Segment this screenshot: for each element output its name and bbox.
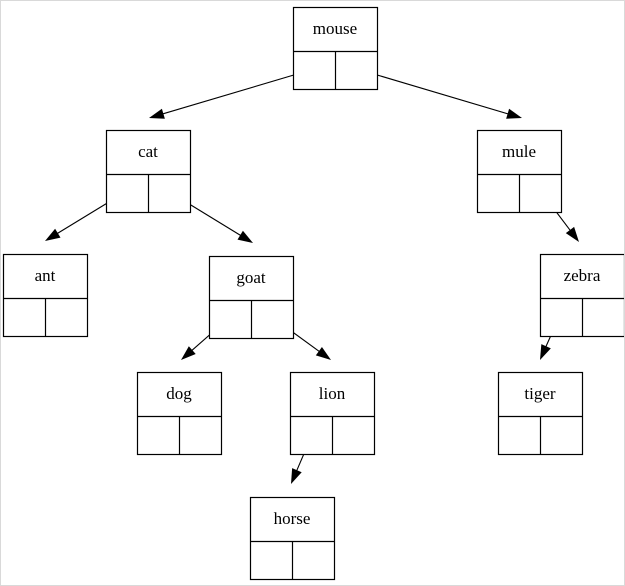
edge-arrowhead bbox=[149, 108, 165, 119]
node-left-pointer-cell[interactable] bbox=[294, 52, 336, 90]
edge-arrowhead bbox=[315, 346, 331, 360]
node-right-pointer-cell[interactable] bbox=[46, 299, 88, 337]
node-left-pointer-cell[interactable] bbox=[499, 417, 541, 455]
node-right-pointer-cell[interactable] bbox=[583, 299, 625, 337]
edge-arrowhead bbox=[506, 108, 522, 119]
node-right-pointer-cell[interactable] bbox=[180, 417, 222, 455]
node-right-pointer-cell[interactable] bbox=[149, 175, 191, 213]
edge-mouse-to-mule bbox=[356, 68, 522, 119]
node-right-pointer-cell[interactable] bbox=[333, 417, 375, 455]
node-right-pointer-cell[interactable] bbox=[336, 52, 378, 90]
node-label: mouse bbox=[313, 19, 357, 38]
nodes-layer: mouse cat mule ant goat zebra dog lion tiger hors… bbox=[2, 6, 625, 581]
node-label: zebra bbox=[564, 266, 601, 285]
edge-arrowhead bbox=[237, 230, 253, 243]
tree-node-mouse[interactable]: mouse bbox=[292, 6, 379, 91]
tree-node-dog[interactable]: dog bbox=[136, 371, 223, 456]
node-left-pointer-cell[interactable] bbox=[291, 417, 333, 455]
node-left-pointer-cell[interactable] bbox=[138, 417, 180, 455]
node-left-pointer-cell[interactable] bbox=[251, 542, 293, 580]
node-right-pointer-cell[interactable] bbox=[293, 542, 335, 580]
edge-line bbox=[160, 68, 315, 116]
node-left-pointer-cell[interactable] bbox=[210, 301, 252, 339]
tree-node-horse[interactable]: horse bbox=[249, 496, 336, 581]
node-left-pointer-cell[interactable] bbox=[541, 299, 583, 337]
node-right-pointer-cell[interactable] bbox=[252, 301, 294, 339]
tree-node-goat[interactable]: goat bbox=[208, 255, 295, 340]
node-left-pointer-cell[interactable] bbox=[4, 299, 46, 337]
tree-node-mule[interactable]: mule bbox=[476, 129, 563, 214]
node-label: lion bbox=[319, 384, 346, 403]
node-label: goat bbox=[236, 268, 266, 287]
edge-arrowhead bbox=[181, 346, 196, 360]
node-right-pointer-cell[interactable] bbox=[541, 417, 583, 455]
node-left-pointer-cell[interactable] bbox=[478, 175, 520, 213]
node-label: cat bbox=[138, 142, 158, 161]
edge-arrowhead bbox=[540, 344, 551, 360]
node-label: mule bbox=[502, 142, 536, 161]
edge-line bbox=[356, 68, 511, 116]
node-label: dog bbox=[166, 384, 192, 403]
tree-node-tiger[interactable]: tiger bbox=[497, 371, 584, 456]
tree-node-zebra[interactable]: zebra bbox=[539, 253, 625, 338]
edge-mouse-to-cat bbox=[149, 68, 315, 119]
tree-node-ant[interactable]: ant bbox=[2, 253, 89, 338]
edge-arrowhead bbox=[45, 228, 61, 241]
node-right-pointer-cell[interactable] bbox=[520, 175, 562, 213]
tree-node-lion[interactable]: lion bbox=[289, 371, 376, 456]
node-label: horse bbox=[274, 509, 311, 528]
node-label: tiger bbox=[524, 384, 555, 403]
node-left-pointer-cell[interactable] bbox=[107, 175, 149, 213]
edge-arrowhead bbox=[565, 226, 579, 242]
edge-arrowhead bbox=[291, 468, 302, 484]
tree-node-cat[interactable]: cat bbox=[105, 129, 192, 214]
node-label: ant bbox=[35, 266, 56, 285]
